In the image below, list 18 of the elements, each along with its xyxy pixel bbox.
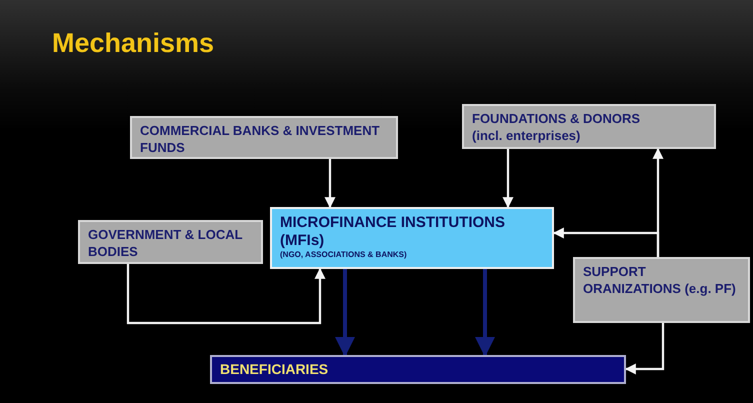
arrow xyxy=(475,269,495,357)
arrow xyxy=(324,159,336,208)
arrow xyxy=(502,149,514,208)
beneficiaries-bar: BENEFICIARIES xyxy=(210,355,626,384)
source-box: GOVERNMENT & LOCAL BODIES xyxy=(78,220,263,264)
box-heading: FOUNDATIONS & DONORS xyxy=(472,110,642,127)
slide-title: Mechanisms xyxy=(52,28,214,59)
box-subtext: (NGO, ASSOCIATIONS & BANKS) xyxy=(280,250,408,260)
institution-box xyxy=(270,207,554,269)
box-heading: MICROFINANCE INSTITUTIONS (MFIs) xyxy=(280,214,506,250)
arrow xyxy=(335,269,355,357)
arrow xyxy=(624,323,664,374)
source-box: SUPPORT ORANIZATIONS (e.g. PF) xyxy=(573,257,750,323)
arrow xyxy=(652,148,664,257)
arrow xyxy=(126,264,326,324)
box-subtext: (incl. enterprises) xyxy=(472,127,582,144)
source-box xyxy=(462,104,716,149)
source-box: COMMERCIAL BANKS & INVESTMENT FUNDS xyxy=(130,116,398,159)
